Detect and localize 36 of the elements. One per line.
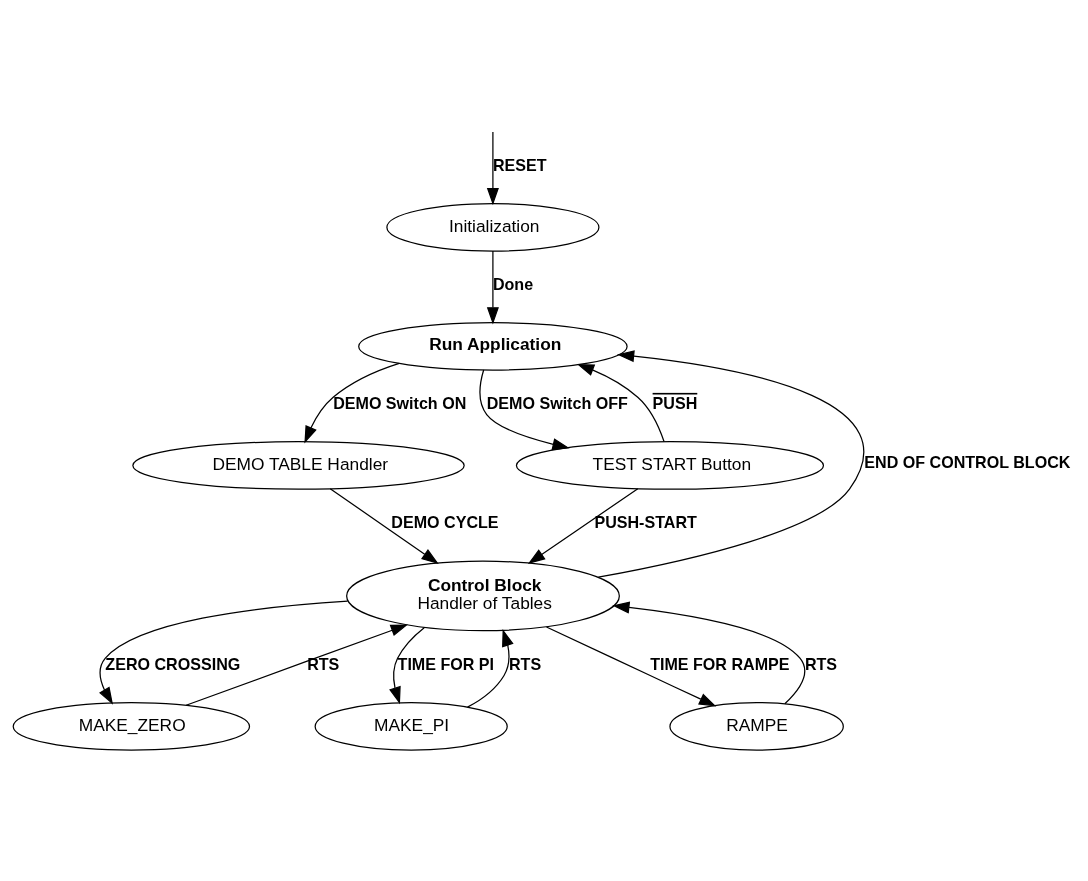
node-ellipse: Run Application — [358, 322, 628, 371]
edge-label: PUSH-START — [594, 512, 697, 531]
node-ellipse: RAMPE — [669, 702, 844, 751]
edge-label: RTS — [804, 654, 838, 673]
arrow — [329, 488, 439, 564]
arrow — [99, 600, 349, 705]
edge-label: PUSH — [652, 393, 698, 412]
edge-label: ZERO CROSSING — [105, 654, 241, 673]
edge-label: TIME FOR PI — [397, 654, 495, 673]
edge-label: RTS — [307, 654, 340, 673]
arrow — [486, 250, 499, 325]
edge-label: DEMO CYCLE — [391, 512, 499, 531]
arrow — [466, 629, 514, 708]
arrow — [597, 350, 865, 578]
node-ellipse: MAKE_ZERO — [12, 702, 251, 751]
node-ellipse: Control Block Handler of Tables — [346, 560, 620, 632]
edge-label: TIME FOR RAMPE — [650, 654, 790, 673]
edge-label: DEMO Switch ON — [333, 393, 467, 412]
arrow — [486, 131, 499, 206]
arrow — [527, 488, 639, 564]
arrow — [304, 362, 400, 444]
arrow — [576, 363, 665, 443]
arrow — [185, 624, 409, 706]
node-ellipse: DEMO TABLE Handler — [132, 441, 465, 490]
arrow — [612, 601, 806, 705]
edge-label: RTS — [509, 654, 542, 673]
node-ellipse: MAKE_PI — [314, 702, 508, 751]
edge-label: Done — [492, 274, 534, 293]
arrow — [479, 369, 570, 451]
node-ellipse: Initialization — [386, 202, 600, 252]
edge-label: END OF CONTROL BLOCK — [864, 453, 1071, 472]
arrow — [545, 626, 717, 707]
edge-label: DEMO Switch OFF — [486, 393, 628, 412]
node-ellipse: TEST START Button — [515, 441, 825, 490]
edge-label: RESET — [492, 155, 547, 174]
arrow — [389, 627, 425, 705]
